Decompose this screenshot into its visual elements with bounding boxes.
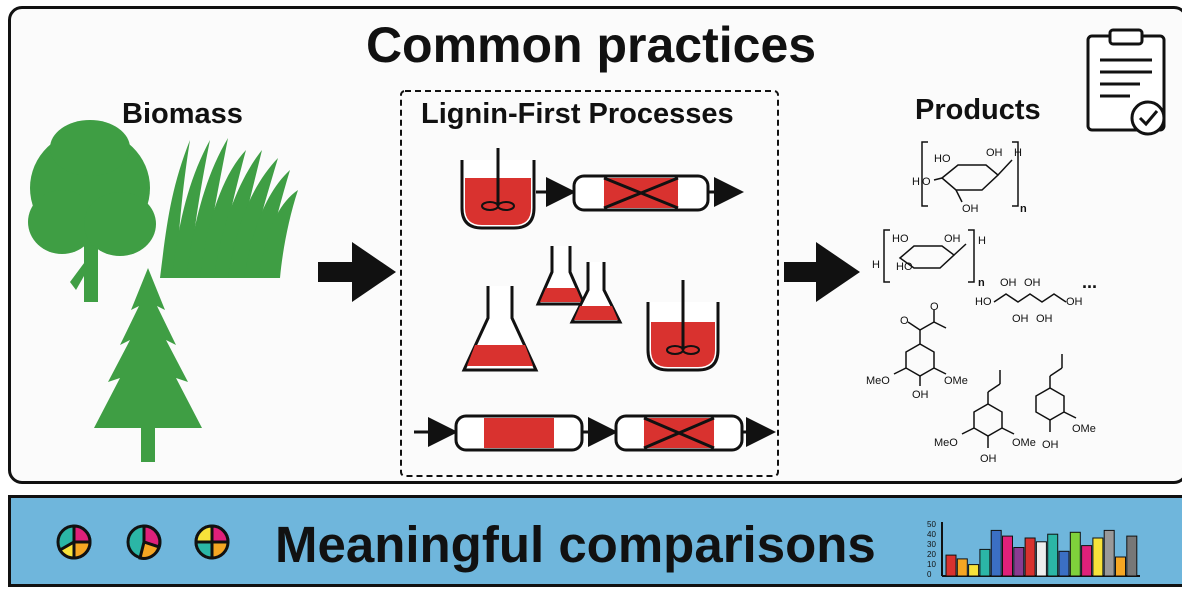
cellulose-h-label: H (1014, 147, 1022, 159)
cellulose-n-label: n (1020, 203, 1027, 215)
grass-icon (160, 138, 298, 278)
diketone-meo-label: MeO (866, 375, 890, 387)
propyl-syringol-structure (961, 370, 1015, 448)
sugar-oh-label-4: OH (1036, 313, 1053, 325)
arrow-right-icon (318, 242, 396, 302)
hemicellulose-structure (883, 229, 975, 283)
bar-chart-icon-bar (1092, 537, 1104, 577)
flow-reactor-icon (454, 414, 584, 452)
pie-chart-icon (126, 524, 162, 560)
cellulose-oh-bottom-label: OH (962, 203, 979, 215)
products-label: Products (915, 94, 1041, 126)
hemicellulose-n-label: n (978, 277, 985, 289)
bar-chart-icon-bar (1024, 537, 1036, 577)
hemicellulose-oh-label: OH (944, 233, 961, 245)
flow-reactor-icon (572, 174, 710, 212)
bar-chart-icon-bar (956, 558, 968, 577)
sugar-alcohol-structure (993, 293, 1067, 303)
bar-chart-icon-bar (945, 554, 957, 577)
erlenmeyer-flask-icon (461, 286, 539, 372)
biomass-label: Biomass (122, 98, 243, 130)
syringol-oh-label: OH (980, 453, 997, 465)
hemicellulose-h-label: H (978, 235, 986, 247)
guaiacol-ome-label: OMe (1072, 423, 1096, 435)
sugar-oh-label-2: OH (1024, 277, 1041, 289)
main-title: Common practices (365, 17, 817, 73)
diketone-oh-label: OH (912, 389, 929, 401)
erlenmeyer-flask-icon (569, 262, 623, 324)
sugar-oh-label-3: OH (1012, 313, 1029, 325)
bar-chart-tick-label: 0 (927, 570, 932, 579)
cellulose-o-label: O (922, 176, 931, 188)
lignin-first-process-box (400, 90, 779, 477)
diketone-o-label-2: O (930, 301, 939, 313)
diketone-o-label-1: O (900, 315, 909, 327)
propyl-guaiacol-structure (1035, 354, 1077, 432)
bar-chart-icon-bar (1115, 556, 1126, 577)
bar-chart-icon-bar (1126, 535, 1138, 577)
hemicellulose-ho-label: HO (892, 233, 909, 245)
hemicellulose-ho-left-label: HO (896, 261, 913, 273)
bar-chart-icon-bar (1069, 531, 1081, 577)
pie-chart-icon (56, 524, 92, 560)
bar-chart-icon-bar (990, 529, 1002, 577)
bar-chart-icon-bar (1058, 550, 1070, 577)
sugar-oh-label-5: OH (1066, 296, 1083, 308)
bar-chart-tick-label: 10 (927, 560, 936, 569)
bar-chart-tick-label: 50 (927, 520, 936, 529)
bar-chart-tick-label: 40 (927, 530, 936, 539)
lignin-first-processes-label: Lignin-First Processes (421, 98, 734, 130)
bar-chart-icon-bar (1013, 547, 1025, 577)
cellulose-ho-label: HO (934, 153, 951, 165)
diketone-ome-label: OMe (944, 375, 968, 387)
bar-chart-tick-label: 30 (927, 540, 936, 549)
cellulose-h-left-label: H (912, 176, 920, 188)
bar-chart-icon-bar (979, 548, 991, 577)
more-products-ellipsis: ... (1082, 272, 1097, 292)
stirred-reactor-icon (646, 280, 720, 372)
syringyl-diketone-structure (893, 310, 947, 386)
bar-chart-icon-bar (1047, 533, 1059, 577)
cellulose-oh-label: OH (986, 147, 1003, 159)
sugar-oh-label-1: OH (1000, 277, 1017, 289)
cellulose-structure (921, 141, 1019, 207)
pie-chart-icon (194, 524, 230, 560)
deciduous-tree-icon (28, 120, 156, 302)
sugar-ho-label: HO (975, 296, 992, 308)
bar-chart-icon-bar (1081, 545, 1093, 577)
bar-chart-icon-bar (1035, 541, 1047, 577)
bar-chart-tick-label: 20 (927, 550, 936, 559)
bar-chart-icon-bar (968, 564, 980, 577)
bar-chart-icon-bar (1103, 529, 1115, 577)
erlenmeyer-flask-icon (535, 246, 587, 306)
hemicellulose-h-left-label: H (872, 259, 880, 271)
arrow-right-icon (784, 242, 860, 302)
flow-reactor-icon (614, 414, 744, 452)
clipboard-check-icon (1086, 28, 1166, 136)
stirred-reactor-icon (460, 148, 536, 230)
bar-chart-icon-bar (1002, 535, 1013, 577)
guaiacol-oh-label: OH (1042, 439, 1059, 451)
pine-tree-icon (94, 268, 202, 462)
meaningful-comparisons-title: Meaningful comparisons (275, 516, 876, 573)
syringol-ome-label: OMe (1012, 437, 1036, 449)
syringol-meo-label: MeO (934, 437, 958, 449)
